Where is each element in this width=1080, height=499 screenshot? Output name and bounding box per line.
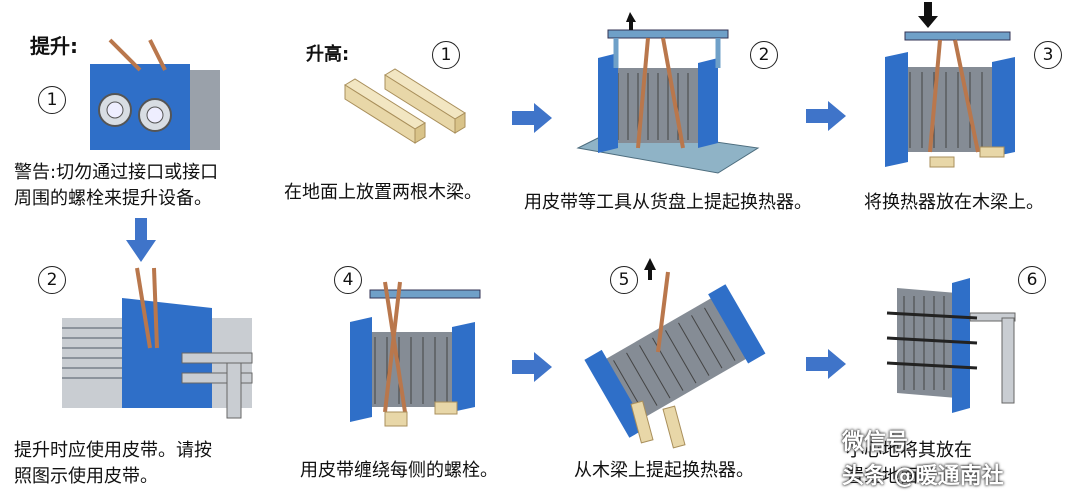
lift-illustration-1 — [90, 38, 220, 150]
unit-standing-illustration — [886, 278, 1016, 413]
raise-step-3-number: 3 — [1034, 41, 1062, 69]
raise-step-6-line-2: 置到地面 — [846, 466, 918, 487]
lift-title: 提升: — [30, 34, 78, 58]
unit-on-beams-illustration — [885, 2, 1015, 168]
raise-step-5-text: 从木梁上提起换热器。 — [574, 460, 754, 481]
raise-step-2-number: 2 — [750, 41, 778, 69]
wechat-watermark: 微信号 — [842, 430, 909, 455]
raise-step-4-text: 用皮带缠绕每侧的螺栓。 — [300, 460, 498, 481]
lift-step-2-line-1: 提升时应使用皮带。请按 — [14, 440, 212, 461]
right-arrow-icon — [806, 101, 846, 131]
lift-warning-line-1: 警告:切勿通过接口或接口 — [14, 162, 219, 183]
raise-title: 升高: — [306, 44, 350, 65]
raise-step-1-text: 在地面上放置两根木梁。 — [284, 182, 482, 203]
unit-on-pallet-illustration — [576, 12, 760, 174]
lift-step-1-number: 1 — [38, 86, 66, 114]
right-arrow-icon — [806, 349, 846, 379]
raise-step-3-text: 将换热器放在木梁上。 — [864, 192, 1044, 213]
strap-around-bolts-illustration — [350, 281, 481, 427]
raise-step-5-number: 5 — [610, 266, 638, 294]
toutiao-watermark: 头条 @暖通南社 — [842, 464, 1004, 489]
raise-step-4-number: 4 — [334, 266, 362, 294]
tilted-unit-illustration — [584, 258, 766, 449]
down-arrow-icon — [126, 218, 156, 262]
lift-illustration-2 — [62, 267, 253, 419]
lift-step-2-number: 2 — [38, 266, 66, 294]
right-arrow-icon — [512, 352, 552, 382]
raise-step-6-number: 6 — [1018, 266, 1046, 294]
right-arrow-icon — [512, 103, 552, 133]
raise-step-1-number: 1 — [432, 41, 460, 69]
lift-warning-line-2: 周围的螺栓来提升设备。 — [14, 188, 212, 209]
raise-step-2-text: 用皮带等工具从货盘上提起换热器。 — [524, 192, 812, 213]
raise-step-6-line-1: 小心地将其放在 — [846, 440, 972, 461]
lift-step-2-line-2: 照图示使用皮带。 — [14, 466, 158, 487]
wooden-beams-illustration — [344, 68, 466, 144]
